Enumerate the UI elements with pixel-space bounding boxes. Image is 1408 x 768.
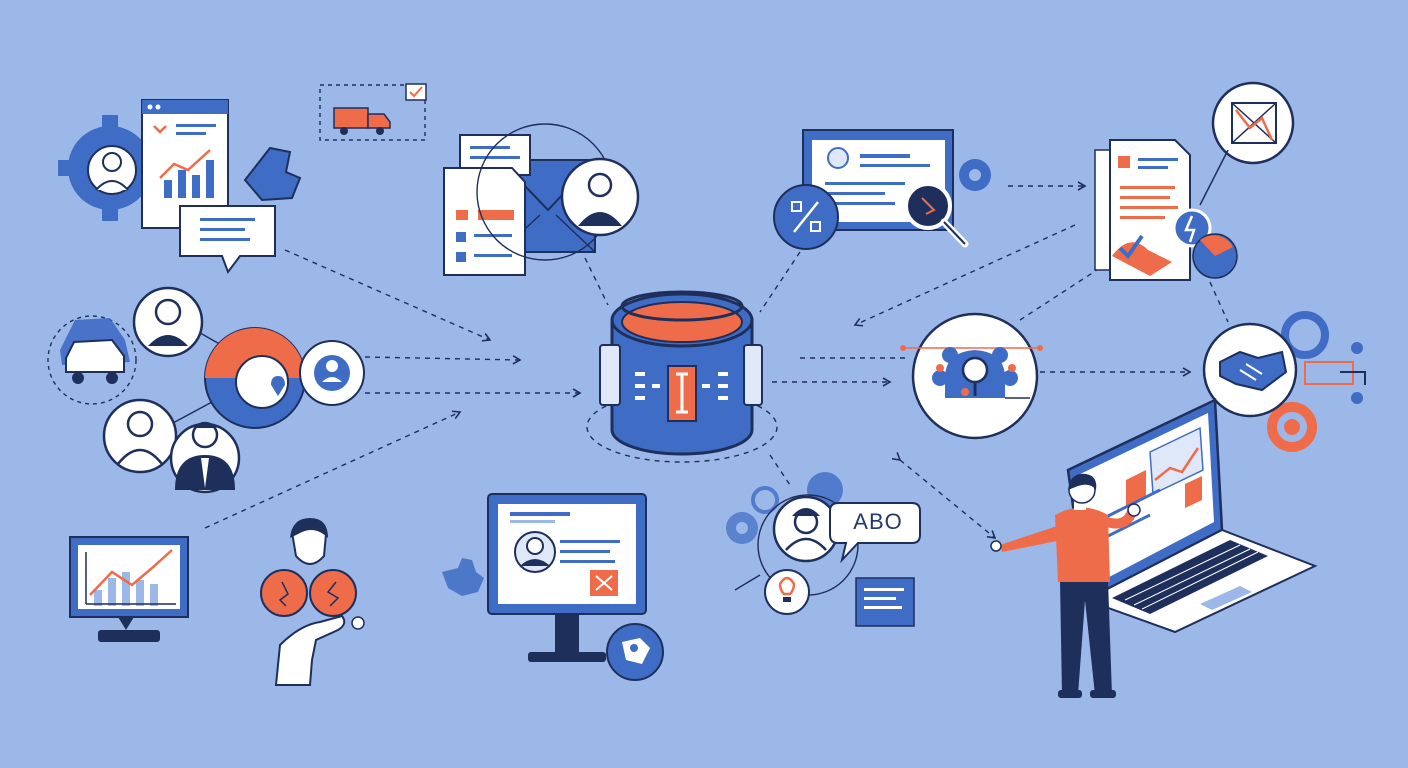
user-avatar-icon — [132, 286, 204, 358]
hand-icon — [274, 614, 346, 686]
handshake-icon — [1202, 322, 1298, 418]
arrow-hub-to-bubble — [769, 454, 791, 486]
magnifier-icon — [904, 182, 969, 248]
line-chart-icon — [1211, 81, 1295, 165]
location-pin-icon — [260, 569, 365, 630]
user-avatar-icon — [290, 518, 328, 565]
arrow-docs-to-hub — [853, 224, 1076, 327]
user-avatar-icon — [169, 421, 241, 494]
status-dot-accent — [1200, 235, 1233, 256]
puzzle-icon — [606, 623, 664, 681]
connector-line — [734, 574, 761, 591]
monitor-icon — [487, 493, 647, 662]
speech-bubble-icon — [829, 502, 921, 564]
connector-line — [1199, 149, 1229, 206]
car-icon — [47, 315, 137, 405]
gear-icon — [959, 159, 991, 191]
arrow-docs-to-handshake — [1209, 281, 1229, 323]
arrow-chat-to-hub — [284, 249, 492, 342]
user-avatar-icon — [102, 398, 178, 474]
truck-icon — [319, 83, 427, 141]
puzzle-icon — [243, 146, 302, 202]
location-pin-icon — [204, 327, 306, 429]
document-icon — [855, 577, 915, 627]
database-icon — [586, 290, 778, 463]
arrow-hub-to-laptop — [891, 452, 997, 540]
connector-arrows — [204, 181, 1229, 540]
user-avatar-icon — [299, 340, 365, 406]
puzzle-icon — [442, 558, 484, 596]
presenter-person-icon — [990, 473, 1141, 698]
percent-icon — [773, 184, 839, 250]
document-icon — [1094, 139, 1191, 281]
arrow-process-to-docs — [1019, 267, 1101, 321]
user-avatar-icon — [560, 157, 640, 237]
gear-icon — [1267, 311, 1366, 452]
bar-chart-icon — [69, 536, 189, 642]
speech-bubble-text: ABO — [853, 509, 903, 534]
gear-icon — [900, 312, 1043, 440]
user-avatar-icon — [772, 495, 840, 563]
document-icon — [443, 134, 531, 276]
lightbulb-icon — [764, 569, 810, 615]
lightbulb-icon — [1172, 208, 1212, 248]
speech-bubble-icon — [179, 205, 276, 275]
arrow-chart-to-hub — [204, 410, 462, 529]
arrow-people-to-hub-1 — [364, 355, 522, 365]
arrow-profile-to-hub — [759, 251, 801, 313]
arrow-envelope-to-hub — [584, 257, 609, 306]
